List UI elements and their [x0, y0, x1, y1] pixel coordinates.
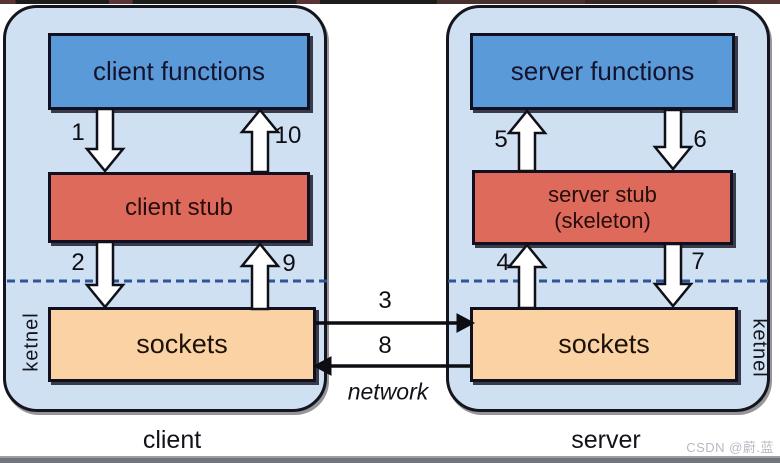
csdn-watermark: CSDN @蔚.蓝 [686, 440, 774, 455]
arrow-label-4: 4 [496, 249, 510, 276]
server-sockets-label: sockets [558, 329, 650, 359]
client-stub-box: client stub [48, 172, 310, 243]
server-sockets-box: sockets [470, 307, 738, 382]
server-stub-label: server stub (skeleton) [548, 181, 657, 233]
arrow-label-7: 7 [691, 248, 705, 275]
client-caption: client [142, 426, 202, 454]
arrow-label-6: 6 [693, 126, 707, 153]
bottom-edge-strip [0, 456, 780, 463]
client-kernel-side-label: ketnel [20, 312, 43, 372]
network-reply-label: 8 [378, 332, 392, 359]
client-functions-label: client functions [93, 56, 265, 86]
network-caption: network [347, 378, 429, 405]
server-functions-box: server functions [470, 33, 735, 110]
client-sockets-box: sockets [48, 307, 316, 382]
top-edge-strip [0, 0, 780, 4]
arrow-label-10: 10 [274, 122, 302, 149]
arrow-label-1: 1 [71, 119, 85, 146]
arrow-label-2: 2 [71, 249, 85, 276]
client-sockets-label: sockets [136, 329, 228, 359]
server-functions-label: server functions [510, 56, 695, 86]
arrow-label-9: 9 [282, 250, 296, 277]
network-request-label: 3 [378, 287, 392, 314]
server-kernel-side-label: ketnel [748, 318, 771, 378]
server-caption: server [571, 426, 641, 454]
client-stub-label: client stub [124, 193, 234, 221]
arrow-label-5: 5 [494, 126, 508, 153]
client-functions-box: client functions [48, 33, 310, 110]
server-stub-box: server stub (skeleton) [472, 170, 733, 245]
